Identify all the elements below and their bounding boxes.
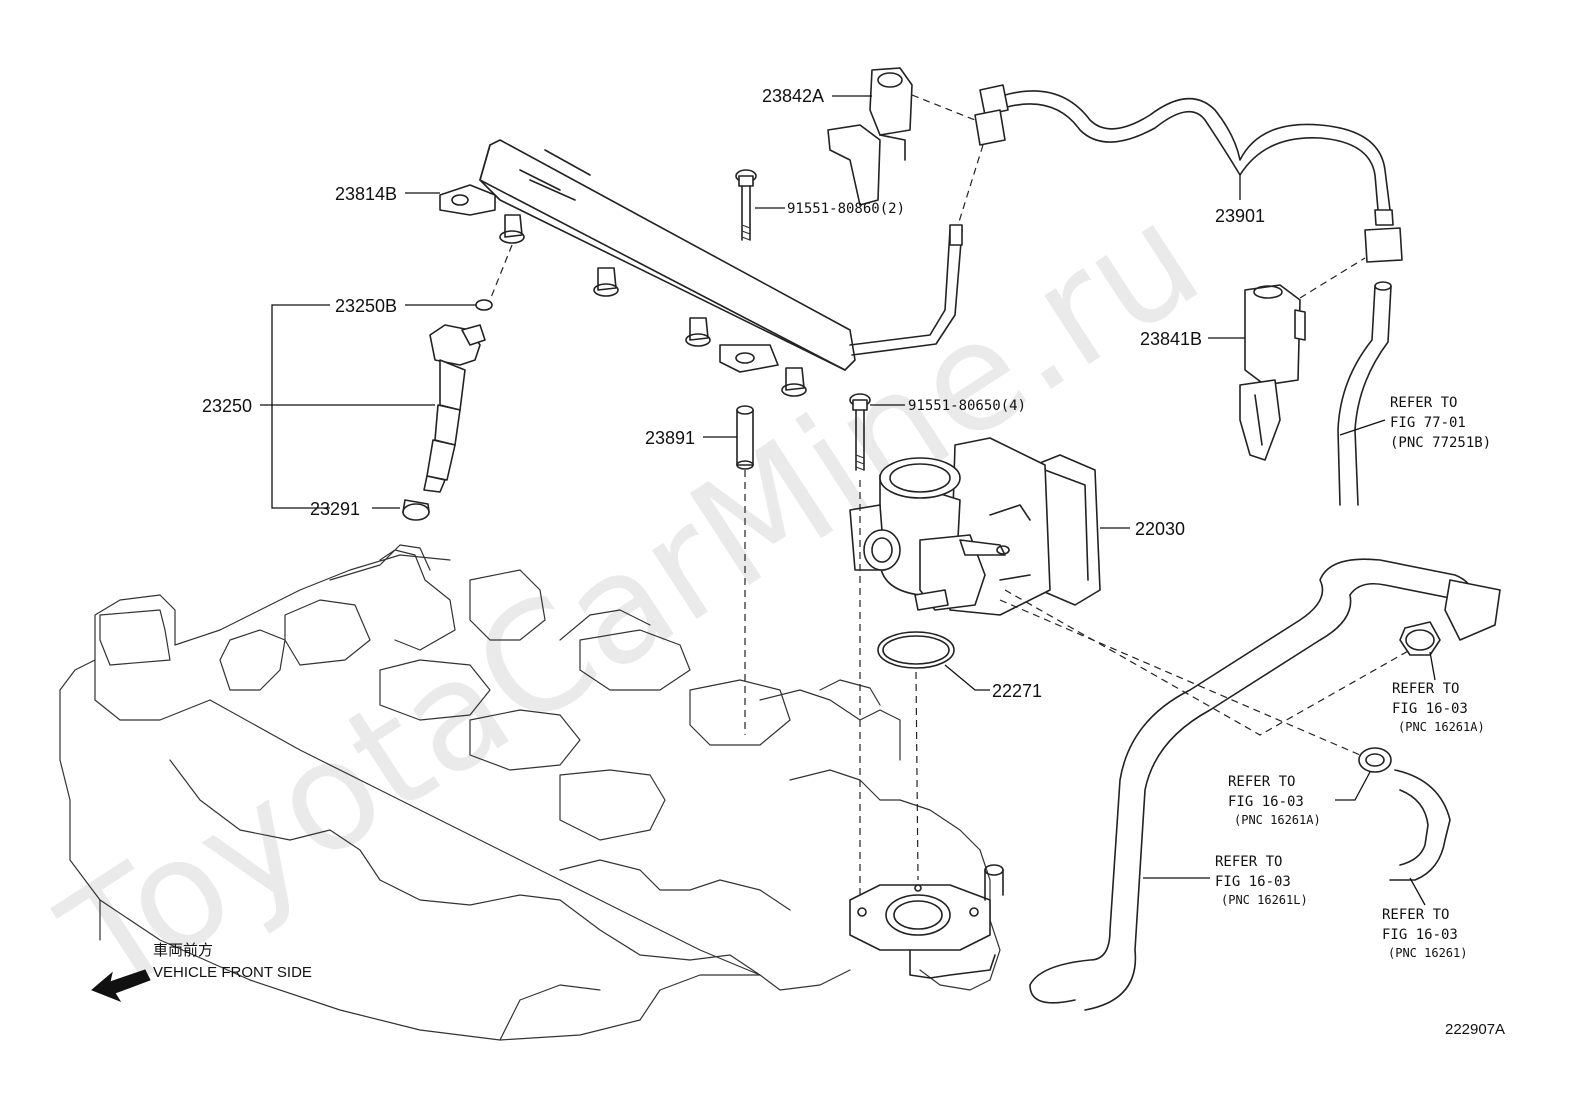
connector-23841B [1239,284,1306,461]
svg-text:FIG 16-03: FIG 16-03 [1392,701,1468,717]
ref-fig-16-03-16261l: REFER TO FIG 16-03 (PNC 16261L) [1215,854,1308,907]
figure-code: 222907A [1445,1021,1505,1038]
label-23250B: 23250B [335,296,397,316]
intake-manifold-outline [59,544,1001,1041]
orientation-japanese: 車両前方 [153,942,213,959]
label-91551-80650: 91551-80650(4) [908,398,1026,414]
ref-fig-16-03-16261a-right: REFER TO FIG 16-03 (PNC 16261A) [1392,681,1485,734]
ref-fig-77-01: REFER TO FIG 77-01 (PNC 77251B) [1390,395,1491,451]
svg-text:REFER TO: REFER TO [1392,681,1459,697]
label-91551-80860: 91551-80860(2) [787,201,905,217]
svg-text:(PNC 16261A): (PNC 16261A) [1234,813,1321,827]
ref-fig-16-03-16261: REFER TO FIG 16-03 (PNC 16261) [1382,907,1467,960]
reference-notes: REFER TO FIG 77-01 (PNC 77251B) REFER TO… [1215,395,1491,960]
svg-text:FIG 16-03: FIG 16-03 [1215,874,1291,890]
leader-lines [260,95,1436,906]
svg-text:REFER TO: REFER TO [1215,854,1282,870]
label-22030: 22030 [1135,519,1185,539]
svg-text:(PNC 16261L): (PNC 16261L) [1221,893,1308,907]
label-23891: 23891 [645,428,695,448]
svg-text:(PNC 77251B): (PNC 77251B) [1390,435,1491,451]
label-23814B: 23814B [335,184,397,204]
part-labels: 23842A 23814B 91551-80860(2) 23901 23250… [202,86,1265,701]
svg-text:REFER TO: REFER TO [1228,774,1295,790]
vehicle-front-arrow [91,969,151,1003]
injector-spacer [736,405,754,470]
alignment-lines [489,94,1411,900]
throttle-gasket [877,631,955,669]
orientation-note: 車両前方 VEHICLE FRONT SIDE [153,942,312,981]
svg-text:FIG 77-01: FIG 77-01 [1390,415,1466,431]
watermark: ToyotaCarMine.ru [34,171,1229,1031]
label-22271: 22271 [992,681,1042,701]
label-23901: 23901 [1215,206,1265,226]
manifold-flange [849,864,1004,979]
vapor-hose [1337,281,1392,506]
svg-text:FIG 16-03: FIG 16-03 [1382,927,1458,943]
fuel-injector [402,299,493,521]
throttle-body [849,437,1101,616]
throttle-bolt [849,393,871,471]
bypass-hoses [1029,558,1501,1011]
ref-fig-16-03-16261a-mid: REFER TO FIG 16-03 (PNC 16261A) [1228,774,1321,827]
svg-text:FIG 16-03: FIG 16-03 [1228,794,1304,810]
label-23841B: 23841B [1140,329,1202,349]
label-23250: 23250 [202,396,252,416]
label-23291: 23291 [310,499,360,519]
svg-text:(PNC 16261): (PNC 16261) [1388,946,1467,960]
orientation-english: VEHICLE FRONT SIDE [153,964,312,981]
fuel-delivery-pipe [439,139,963,397]
rail-bolt [735,169,757,241]
connector-23842A [827,67,913,206]
svg-text:(PNC 16261A): (PNC 16261A) [1398,720,1485,734]
fuel-hose-23901 [974,84,1403,263]
label-23842A: 23842A [762,86,824,106]
svg-text:REFER TO: REFER TO [1390,395,1457,411]
svg-text:REFER TO: REFER TO [1382,907,1449,923]
